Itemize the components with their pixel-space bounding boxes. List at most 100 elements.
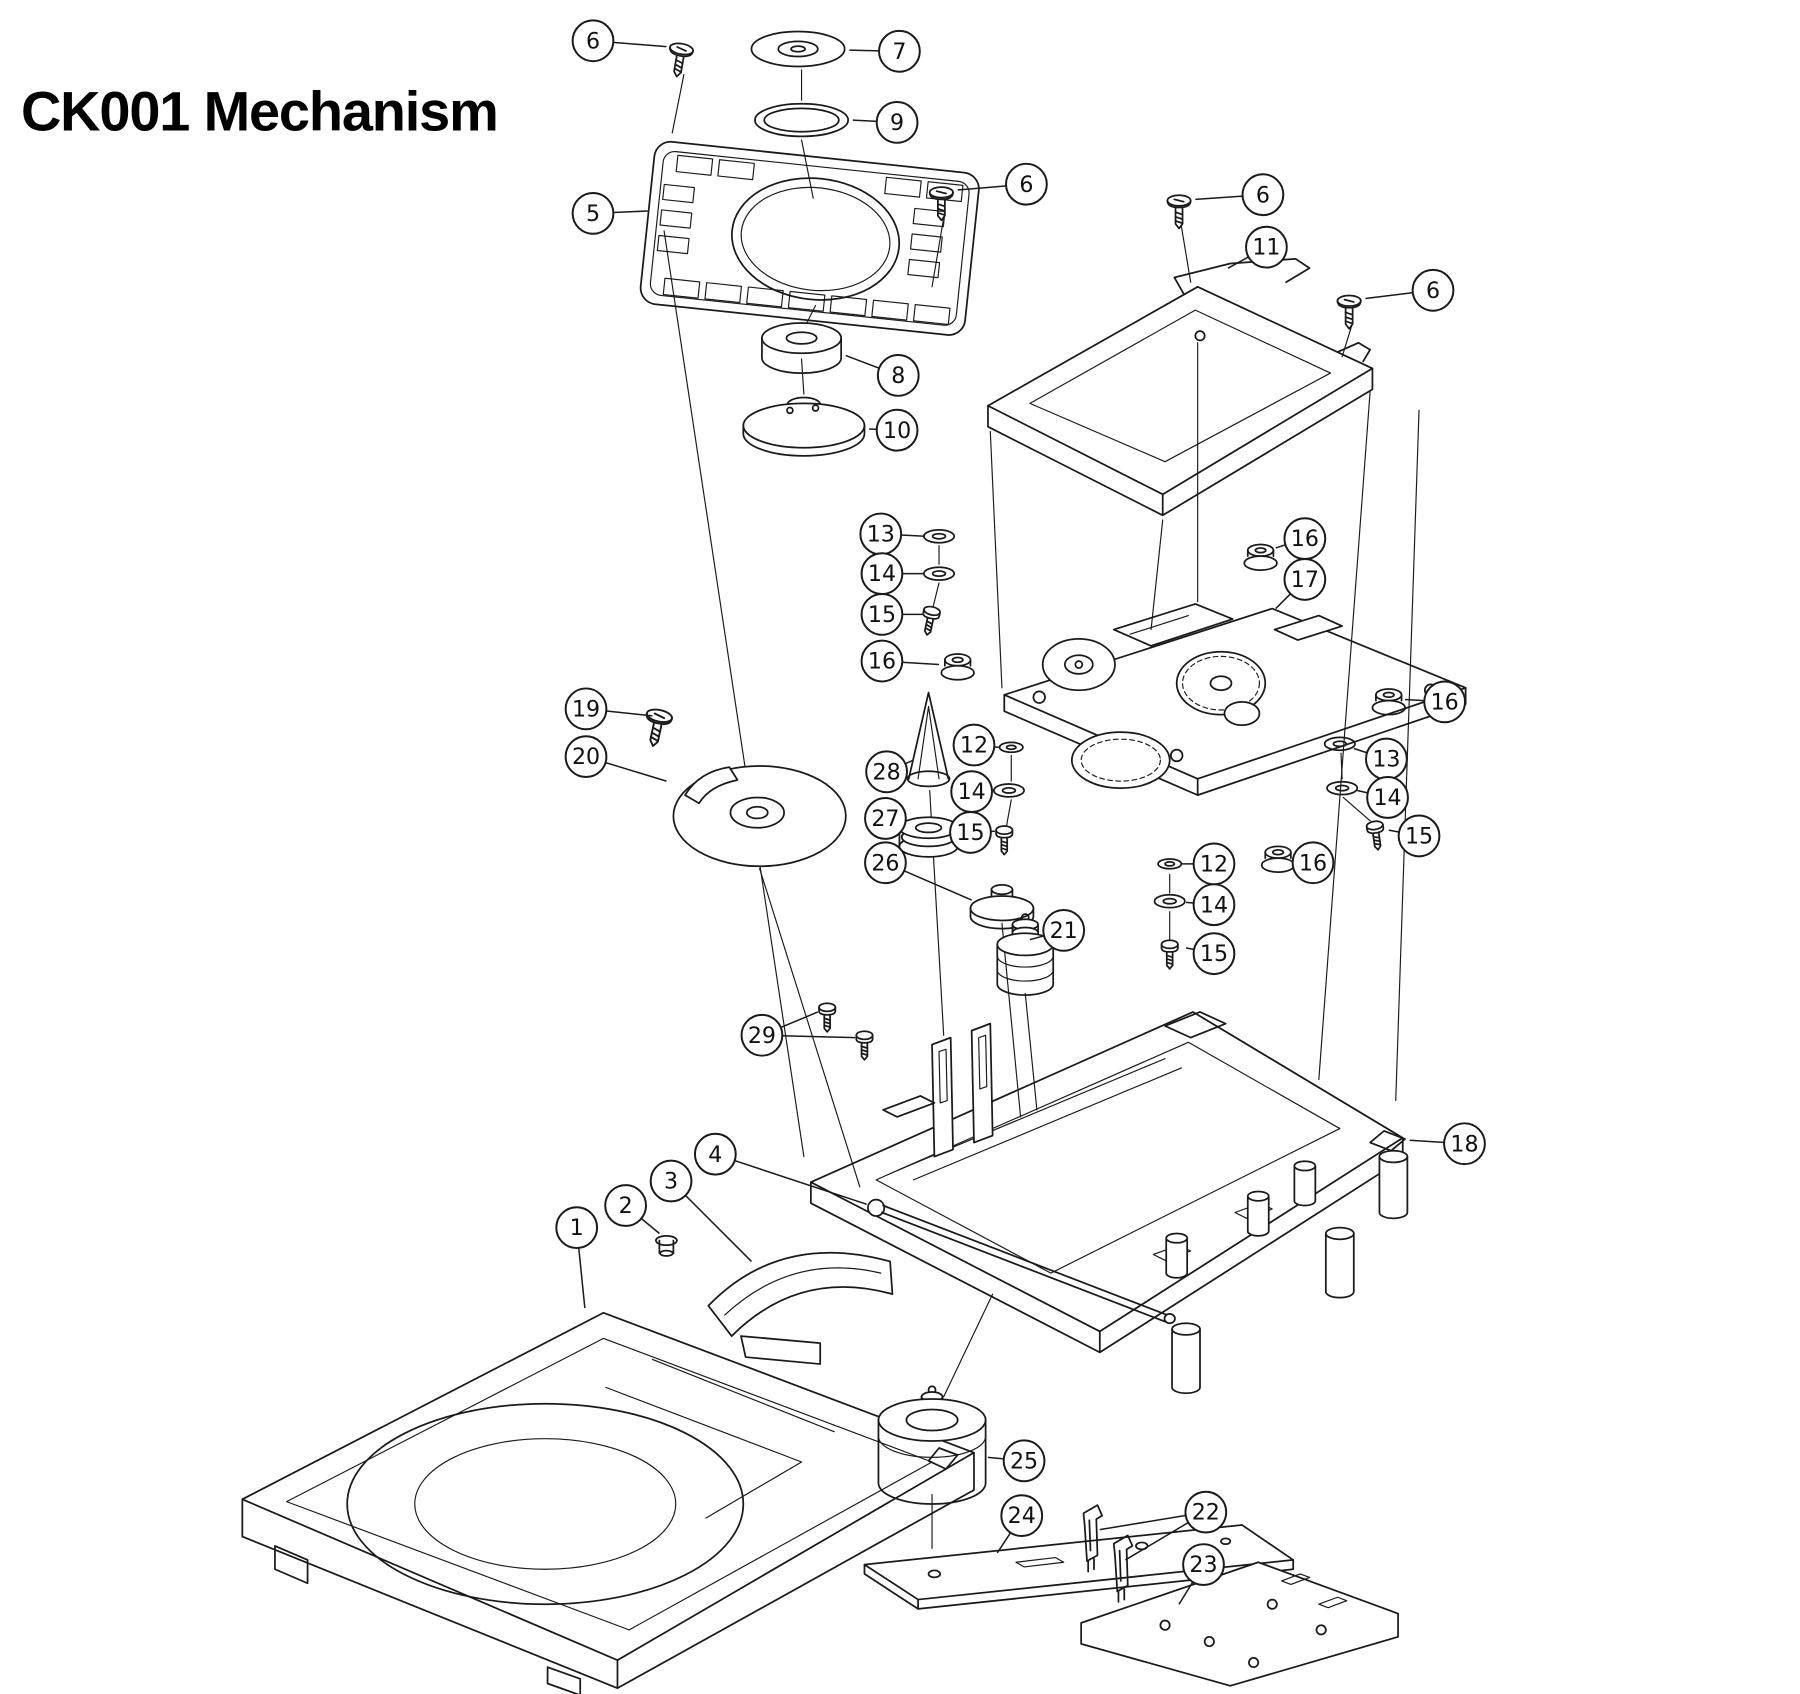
- part-18-chassis: [810, 1011, 1409, 1395]
- callout-number: 11: [1252, 235, 1280, 261]
- callout-number: 28: [873, 759, 901, 785]
- part-15-screw: [995, 825, 1014, 856]
- part-5-top-plate: [639, 140, 980, 336]
- callout-balloon-15: [1397, 814, 1441, 858]
- chassis-leg: [1378, 1149, 1409, 1220]
- callout-number: 19: [572, 696, 600, 722]
- part-29-screw: [855, 1030, 874, 1061]
- callout-number: 2: [619, 1193, 633, 1219]
- callout-balloon-24: [1000, 1494, 1044, 1538]
- chassis-post: [1165, 1232, 1189, 1279]
- callout-number: 6: [1426, 278, 1440, 304]
- callout-number: 27: [871, 806, 899, 832]
- callout-balloon-11: [1245, 225, 1288, 269]
- callout-balloon-14: [1366, 776, 1409, 819]
- callout-balloon-16: [1291, 841, 1335, 885]
- callout-number: 3: [664, 1169, 678, 1195]
- callout-number: 6: [586, 28, 600, 54]
- callout-balloon-3: [649, 1159, 693, 1203]
- diagram-artwork: [241, 30, 1467, 1694]
- chassis-leg: [1324, 1226, 1355, 1299]
- callout-number: 6: [1256, 182, 1270, 208]
- callout-number: 24: [1008, 1503, 1036, 1529]
- callout-number: 25: [1010, 1448, 1038, 1474]
- part-6-screw: [1336, 294, 1362, 330]
- part-27-pulley: [898, 816, 959, 858]
- callout-balloon-15: [1192, 932, 1236, 976]
- part-14-washer: [992, 783, 1025, 798]
- part-16-damper: [1243, 543, 1278, 571]
- callout-number: 12: [960, 733, 988, 759]
- callout-balloon-27: [864, 797, 907, 840]
- callout-number: 16: [868, 649, 896, 675]
- part-19-screw: [639, 706, 675, 750]
- part-20-slotted-disc: [672, 765, 847, 868]
- part-15-screw: [918, 604, 942, 638]
- callout-number: 16: [1291, 526, 1319, 552]
- callout-number: 15: [1405, 823, 1433, 849]
- callout-number: 6: [1019, 172, 1033, 198]
- callout-balloon-17: [1283, 558, 1327, 601]
- callout-balloon-14: [1192, 883, 1236, 927]
- callout-balloon-6: [571, 19, 615, 63]
- callout-number: 17: [1291, 567, 1319, 593]
- diagram-title: CK001 Mechanism: [21, 80, 498, 143]
- part-13-washer: [923, 529, 956, 544]
- callout-balloon-22: [1184, 1490, 1228, 1534]
- callout-number: 29: [748, 1023, 776, 1049]
- part-11-frame: [987, 257, 1374, 517]
- part-16-damper: [1260, 845, 1296, 873]
- callout-number: 21: [1050, 918, 1078, 944]
- part-6-screw: [664, 40, 695, 80]
- part-6-screw: [1166, 194, 1192, 230]
- callout-balloon-21: [1042, 908, 1086, 952]
- callout-number: 20: [572, 744, 600, 770]
- callout-balloon-2: [604, 1184, 648, 1227]
- callout-number: 16: [1431, 689, 1459, 715]
- part-1-tray: [241, 1311, 975, 1694]
- callout-balloon-20: [564, 735, 608, 779]
- callout-number: 22: [1192, 1500, 1220, 1526]
- part-14-washer: [1153, 893, 1186, 909]
- callout-balloon-16: [860, 639, 904, 683]
- callout-number: 7: [892, 39, 906, 65]
- part-14-washer: [923, 566, 956, 581]
- callout-balloon-29: [740, 1013, 784, 1057]
- callout-number: 26: [871, 850, 899, 876]
- callout-number: 16: [1299, 850, 1327, 876]
- chassis-leg: [1171, 1322, 1201, 1395]
- part-15-screw: [1160, 939, 1179, 970]
- callout-balloon-16: [1423, 680, 1467, 724]
- callout-balloon-4: [693, 1132, 737, 1176]
- callout-number: 13: [867, 522, 895, 548]
- callout-balloon-6: [1241, 173, 1285, 217]
- part-14-washer: [1326, 780, 1359, 796]
- callout-number: 23: [1189, 1552, 1217, 1578]
- callout-balloon-26: [864, 841, 907, 885]
- callout-number: 10: [883, 418, 911, 444]
- part-26-disc: [969, 884, 1035, 930]
- callout-balloon-23: [1182, 1543, 1225, 1586]
- callout-balloon-18: [1443, 1122, 1486, 1166]
- callout-balloon-15: [949, 811, 992, 854]
- part-25-motor: [877, 1385, 987, 1505]
- callout-balloon-12: [952, 723, 996, 767]
- callout-number: 15: [956, 820, 984, 846]
- part-16-damper: [940, 653, 975, 681]
- part-15-screw: [1365, 819, 1388, 852]
- callout-leader-line: [715, 1153, 868, 1206]
- part-10-turntable: [742, 396, 866, 457]
- chassis-post: [1246, 1190, 1270, 1237]
- callout-number: 12: [1200, 851, 1228, 877]
- part-4-rod: [867, 1198, 1176, 1325]
- callout-balloon-10: [875, 408, 919, 452]
- callout-number: 14: [1373, 785, 1401, 811]
- part-7-clamper-disc: [750, 30, 846, 68]
- callout-balloon-19: [564, 687, 608, 731]
- callout-number: 18: [1450, 1131, 1478, 1157]
- callout-balloon-25: [1002, 1439, 1046, 1483]
- callout-balloon-5: [571, 191, 615, 235]
